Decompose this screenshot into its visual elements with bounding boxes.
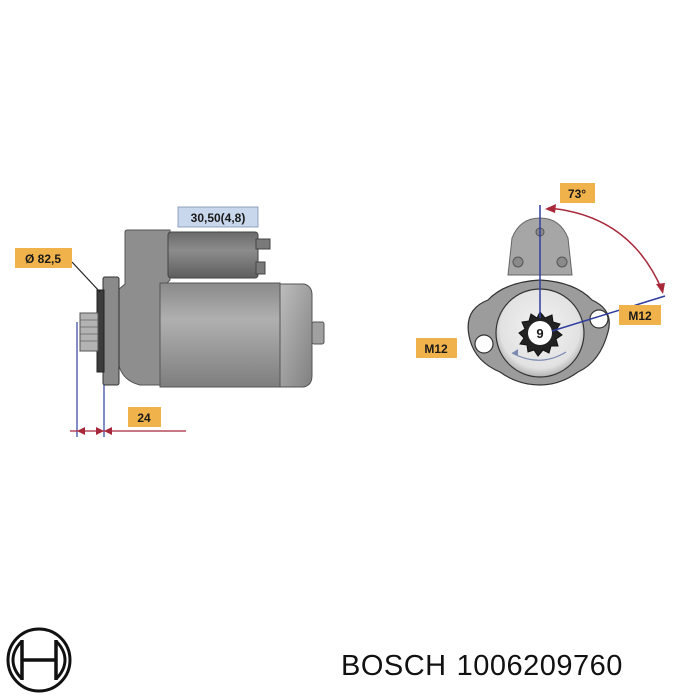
part-number: 1006209760 (456, 650, 623, 682)
diameter-leader (71, 261, 101, 293)
end-bolt (311, 321, 325, 345)
bosch-logo-icon (6, 627, 72, 693)
solenoid (167, 231, 259, 279)
motor-body (159, 282, 281, 388)
front-view: 9 73° M12 M12 (416, 183, 666, 386)
teeth-count: 9 (536, 326, 543, 341)
terminal-label: 30,50(4,8) (191, 211, 246, 225)
brand-part-number: BOSCH 1006209760 (341, 650, 693, 690)
pinion (79, 312, 99, 352)
solenoid-terminal-small (255, 261, 266, 275)
mounting-flange (102, 276, 120, 386)
angle-arc (547, 207, 663, 291)
mount-hole-left (474, 334, 494, 354)
solenoid-terminal (255, 238, 271, 250)
offset-label: 24 (137, 411, 151, 425)
angle-ref-line (551, 295, 666, 332)
side-view: 30,50(4,8) Ø 82,5 24 (15, 206, 325, 437)
bolt-label-right: M12 (628, 309, 652, 323)
end-cap (279, 283, 313, 388)
bolt-label-left: M12 (424, 342, 448, 356)
brand-name: BOSCH (341, 650, 447, 682)
angle-label: 73° (568, 187, 586, 201)
diameter-label: Ø 82,5 (25, 252, 61, 266)
pinion-gear (518, 311, 563, 357)
